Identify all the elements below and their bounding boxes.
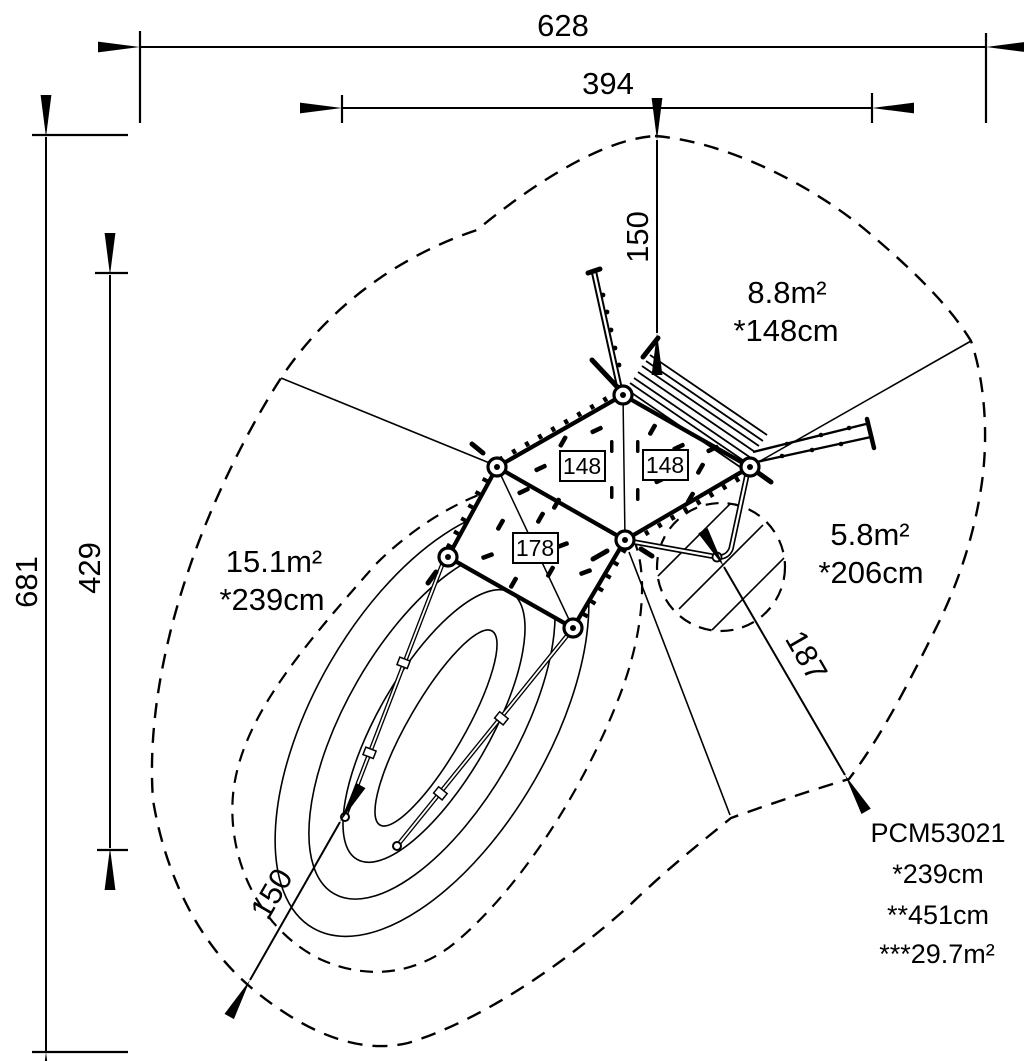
impact-contour-ring [342,588,526,864]
platform-label: 148 [646,452,684,478]
dimension-inner-width: 394 [300,66,914,123]
node [486,456,508,478]
product-code: PCM53021 [870,818,1005,848]
product-info-block: PCM53021 *239cm **451cm ***29.7m² [870,818,1005,969]
node [562,617,584,639]
dimension-slide-clearance: 150 [224,782,366,1020]
pole-foot [340,812,350,822]
hatch-line [711,557,785,631]
climbing-bars [751,416,877,465]
zone-area-label: 8.8m² [747,275,826,310]
dimension-inner-depth: 429 [72,233,128,890]
pole-collar [432,785,449,801]
dim-overall-width-label: 628 [537,8,589,43]
dimension-top-clearance: 150 [620,98,663,375]
climbing-net [625,354,768,470]
zone-area-label: 15.1m² [226,544,322,579]
zone-label-left: 15.1m² *239cm [219,544,324,617]
railing-teeth [441,388,754,632]
node [739,456,761,478]
node [437,546,459,568]
pole-collar [361,746,378,760]
dim-top-clearance-label: 150 [620,211,655,263]
dimension-overall-depth: 681 [9,95,128,1061]
slide-poles [340,559,572,851]
zone-label-top-right: 8.8m² *148cm [733,275,838,348]
product-fall-height: *239cm [892,859,984,889]
dim-side-clearance-label: 187 [778,625,834,687]
zone-area-label: 5.8m² [830,517,909,552]
platform-label-box [559,450,606,482]
pole-foot [392,841,402,851]
impact-contour-ring [374,629,498,827]
climbing-pole [585,266,623,392]
platform-label: 148 [563,453,601,479]
product-total-height: **451cm [887,900,989,930]
dimension-side-clearance: 187 [698,527,871,815]
zone-radius-line [628,551,731,816]
zone-fall-height-label: *206cm [818,555,923,590]
platform-label-box [512,532,559,564]
node [614,529,636,551]
bar-end-cap [864,416,877,451]
platform-label-box [642,449,689,481]
dim-overall-depth-label: 681 [9,556,44,608]
zone-radius-line [280,377,493,465]
node [612,384,634,406]
zone-fall-height-label: *148cm [733,313,838,348]
dim-slide-clearance-label: 150 [243,863,299,925]
platform-label: 178 [516,535,554,561]
safety-zone-boundary [150,134,987,1048]
connector-nodes [437,384,761,639]
hatch-line [657,503,731,577]
banister-impact-circle [655,501,787,633]
pole-collar [493,710,510,726]
banister-end-joint [711,551,723,563]
pole-end-cap [585,266,603,276]
zone-label-right: 5.8m² *206cm [818,517,923,590]
dimension-overall-width: 628 [98,8,1024,123]
pole-collar [395,656,412,670]
zone-fall-height-label: *239cm [219,582,324,617]
dim-inner-width-label: 394 [582,66,634,101]
hatch-line [678,524,764,610]
product-total-area: ***29.7m² [879,939,995,969]
dim-inner-depth-label: 429 [72,542,107,594]
platform-height-labels: 148 148 178 [512,449,689,564]
deck-seam [622,394,626,541]
